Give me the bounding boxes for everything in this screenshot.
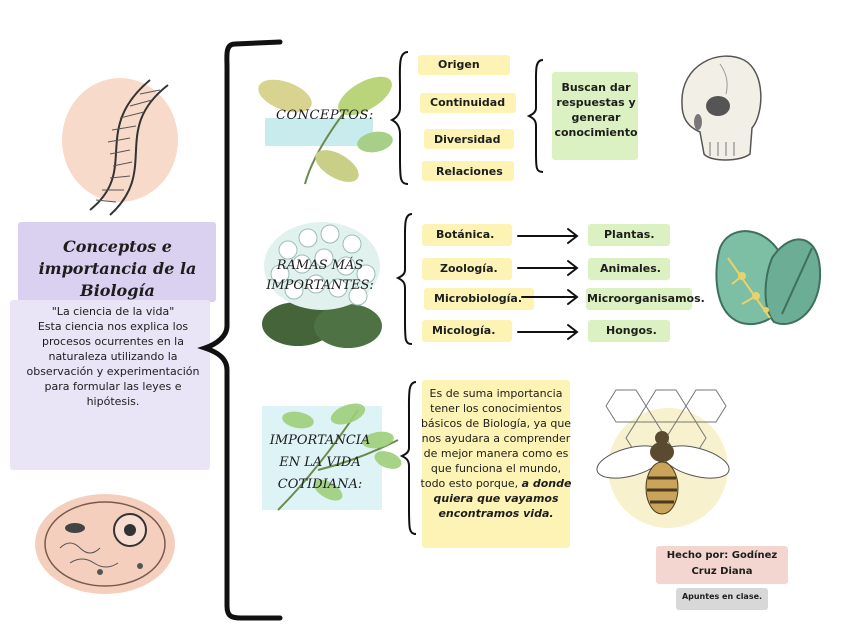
- skull-icon: [670, 44, 766, 168]
- description: Esta ciencia nos explica los procesos oc…: [22, 319, 204, 409]
- importancia-body: Es de suma importancia tener los conocim…: [421, 387, 572, 490]
- credits-note: Apuntes en clase.: [676, 592, 768, 601]
- leaf-branch-icon: [245, 66, 400, 190]
- branch-botanica: Botánica.: [436, 228, 494, 241]
- object-plantas: Plantas.: [604, 228, 655, 241]
- concept-origen: Origen: [438, 58, 480, 71]
- ramas-bracket: [396, 210, 416, 350]
- dna-icon: [50, 50, 190, 220]
- conceptos-bracket: [390, 48, 412, 188]
- cell-icon: [30, 488, 180, 600]
- object-animales: Animales.: [600, 262, 661, 275]
- arrow-right-icon: [516, 224, 584, 344]
- concept-relaciones: Relaciones: [436, 165, 503, 178]
- subtitle: "La ciencia de la vida": [14, 304, 212, 319]
- conceptos-label: CONCEPTOS:: [276, 108, 374, 123]
- leaf-circuit-icon: [712, 218, 824, 338]
- summary-bracket: [527, 56, 547, 176]
- conceptos-summary: Buscan dar respuestas y generar conocimi…: [550, 80, 642, 140]
- object-hongos: Hongos.: [606, 324, 657, 337]
- object-microorganismos: Microorganisamos.: [587, 292, 705, 305]
- branch-micologia: Micología.: [432, 324, 495, 337]
- bee-icon: [586, 376, 732, 532]
- importancia-text: Es de suma importancia tener los conocim…: [420, 386, 572, 521]
- importancia-bracket: [400, 378, 420, 540]
- concept-diversidad: Diversidad: [434, 133, 500, 146]
- branch-zoologia: Zoología.: [440, 262, 498, 275]
- ramas-label: RAMAS MÁS IMPORTANTES:: [264, 256, 376, 296]
- concept-continuidad: Continuidad: [430, 96, 505, 109]
- branch-microbiologia: Microbiología.: [434, 292, 522, 305]
- page-title: Conceptos e importancia de la Biología: [30, 236, 205, 302]
- credits-author: Hecho por: Godínez Cruz Diana: [656, 548, 788, 580]
- importancia-label: IMPORTANCIA EN LA VIDA COTIDIANA:: [268, 430, 372, 496]
